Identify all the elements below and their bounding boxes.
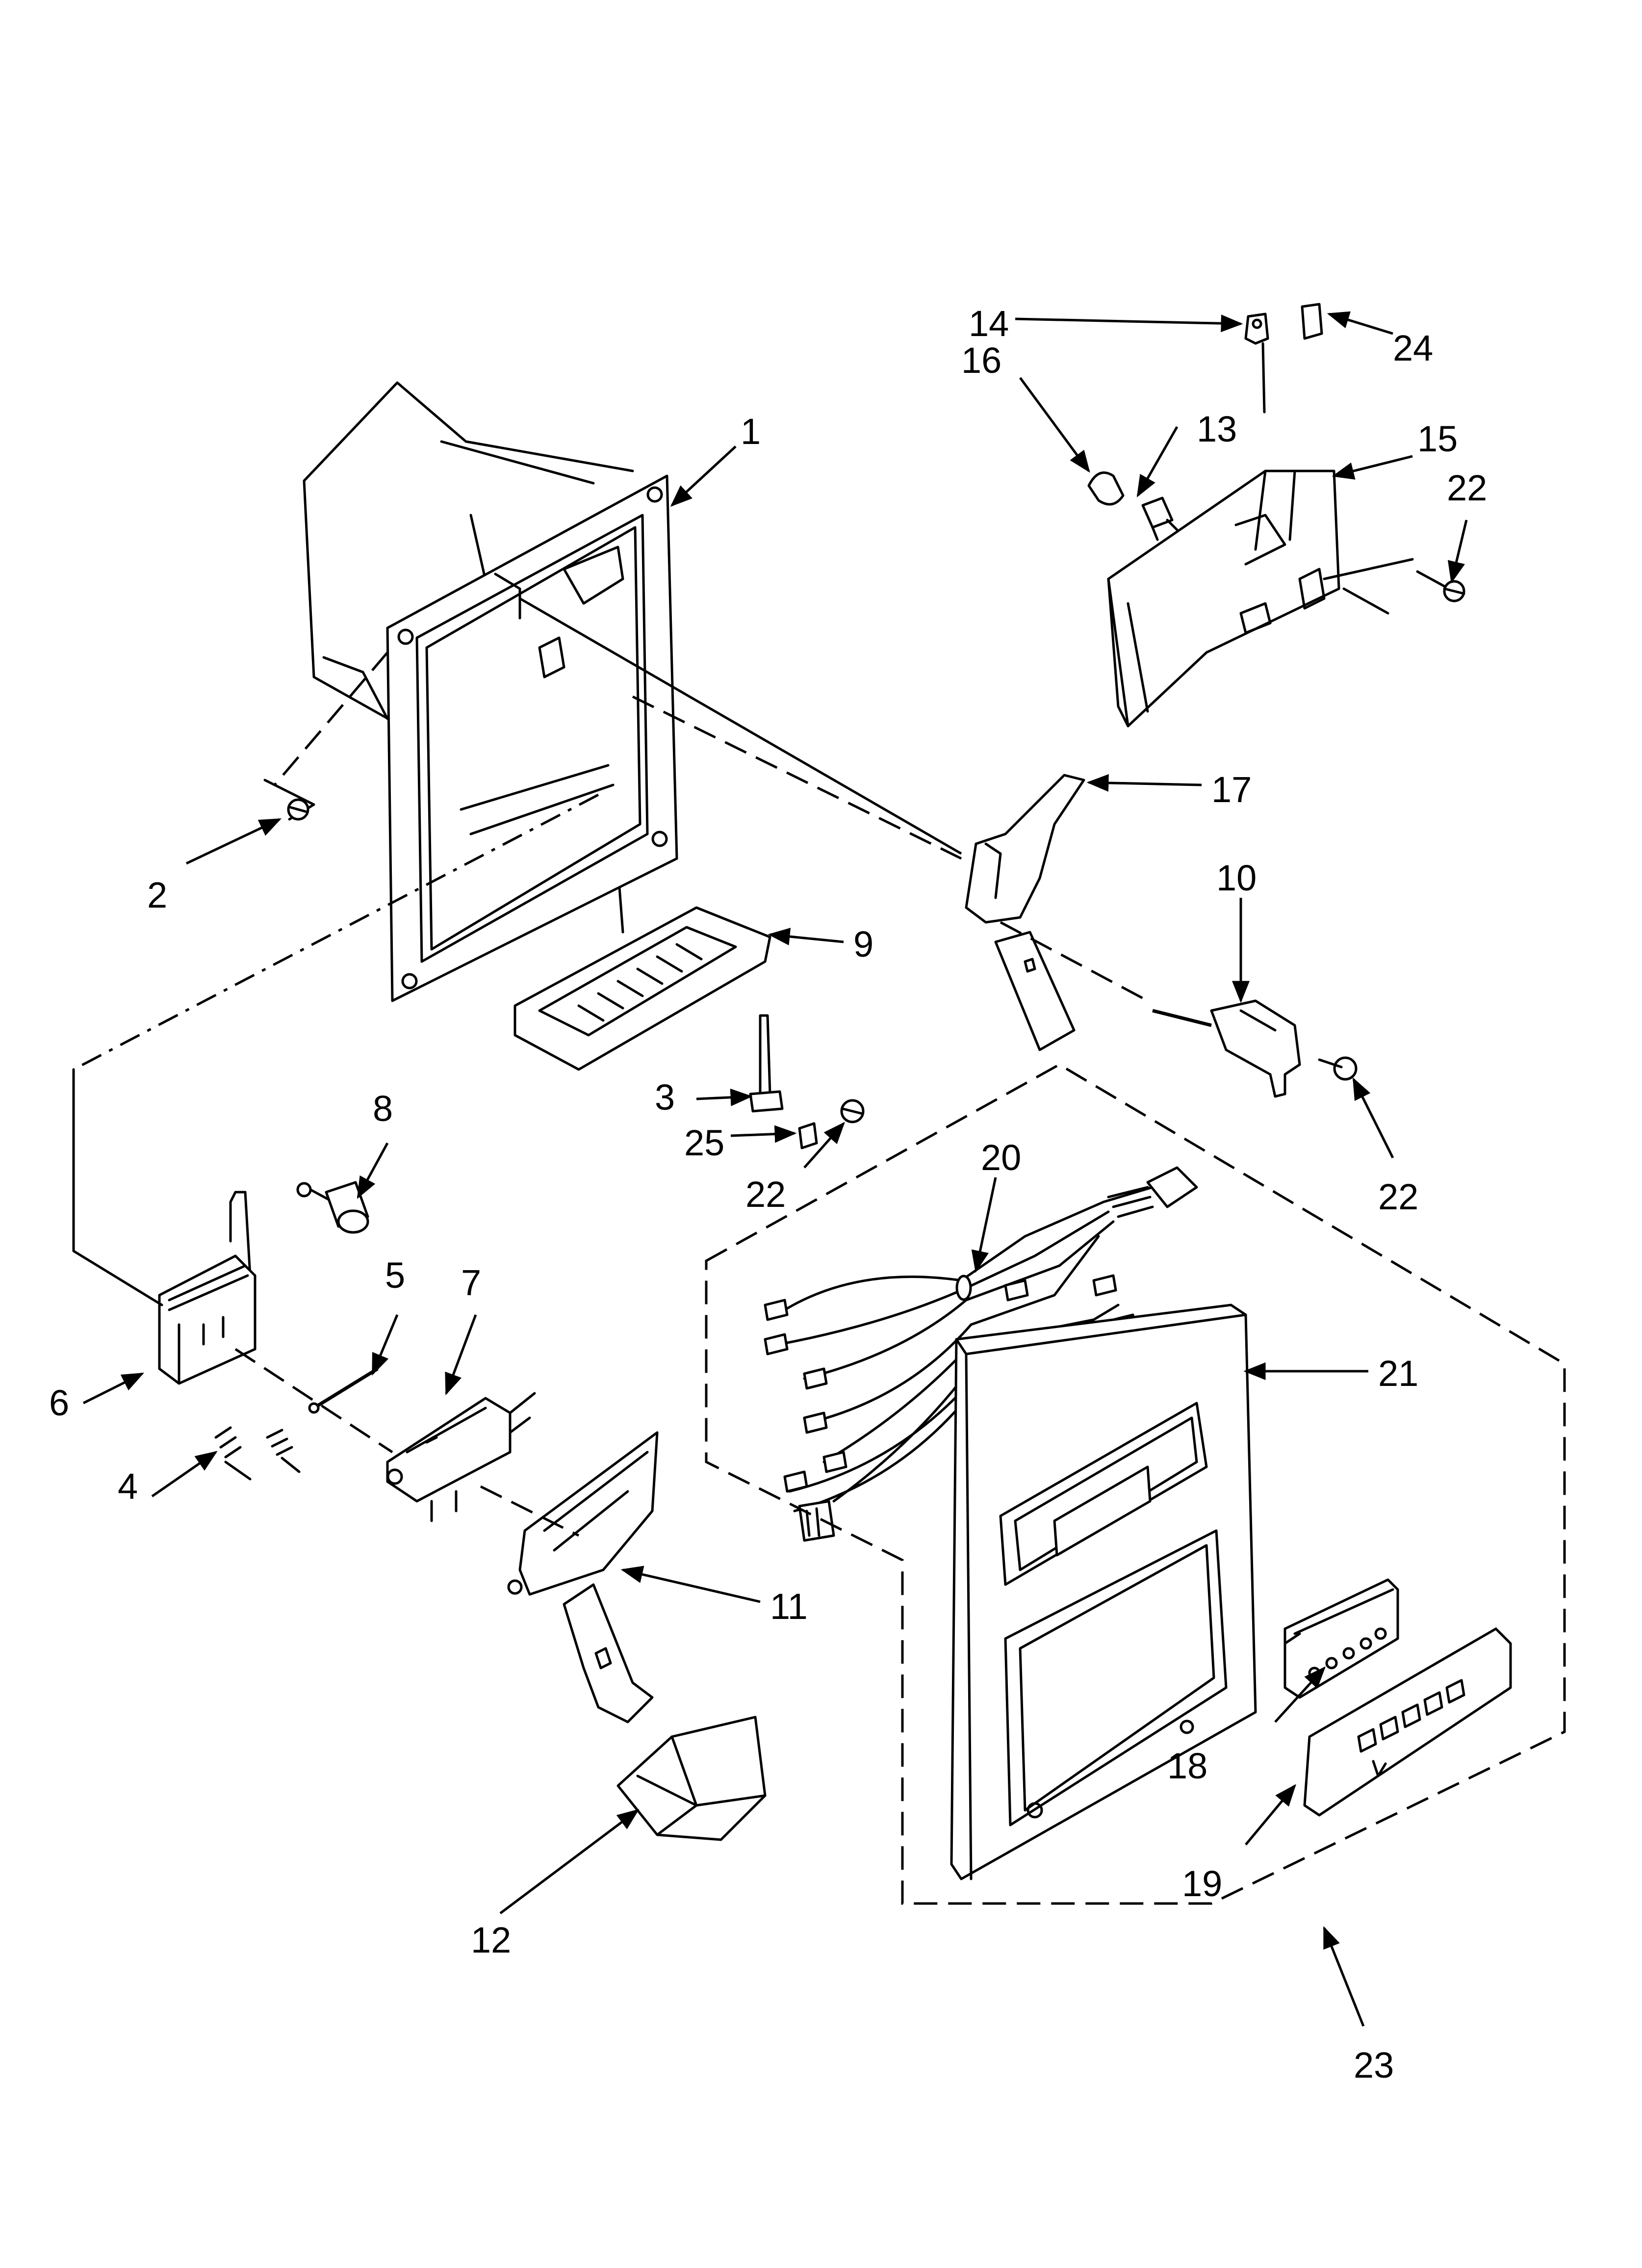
part-15-lamp-housing (1107, 469, 1414, 728)
kit-23-boundary (705, 1063, 1566, 1905)
callout-19: 19 (1182, 1863, 1222, 1904)
callout-10: 10 (1216, 858, 1257, 898)
callout-8: 8 (373, 1088, 393, 1129)
callout-2: 2 (147, 875, 167, 915)
part-22-screw-center (840, 1099, 865, 1123)
callout-22-center: 22 (745, 1174, 786, 1215)
callout-24: 24 (1393, 328, 1433, 368)
part-7-actuator (386, 1392, 536, 1522)
callout-labels: 1 2 3 4 5 6 7 8 9 10 11 12 13 14 15 16 1… (49, 303, 1487, 2086)
callout-3: 3 (655, 1077, 675, 1118)
part-3-lever (749, 1014, 784, 1113)
part-10-arm (1152, 999, 1301, 1098)
callout-14: 14 (969, 303, 1009, 344)
part-24-plate (1301, 303, 1323, 340)
callout-1: 1 (741, 411, 761, 452)
callout-6: 6 (49, 1382, 69, 1423)
part-1-dispenser-housing (303, 381, 678, 1002)
part-2-screw (263, 779, 315, 821)
part-22-screw-top-right (1416, 570, 1465, 602)
callout-17: 17 (1211, 769, 1252, 810)
callout-16: 16 (961, 340, 1001, 381)
part-4-springs (214, 1426, 301, 1481)
callout-4: 4 (118, 1466, 138, 1507)
callout-11: 11 (770, 1586, 808, 1627)
leader-lines (82, 311, 1468, 2027)
callout-5: 5 (385, 1255, 405, 1296)
part-12-funnel (616, 1716, 767, 1841)
part-21-front-panel (950, 1303, 1257, 1880)
part-17-lever-bracket (965, 774, 1085, 1051)
part-11-paddle (507, 1431, 659, 1723)
part-5-pin (308, 1367, 379, 1414)
callout-20: 20 (981, 1137, 1021, 1178)
part-18-control-board (1283, 1578, 1399, 1699)
alignment-lines (72, 597, 1149, 1537)
callout-22-right: 22 (1378, 1176, 1418, 1217)
callout-7: 7 (461, 1262, 481, 1303)
callout-12: 12 (471, 1920, 511, 1960)
part-16-bulb (1087, 471, 1125, 506)
callout-25: 25 (684, 1122, 724, 1163)
callout-18: 18 (1167, 1746, 1207, 1786)
part-9-chute-cover (513, 906, 771, 1071)
callout-21: 21 (1378, 1353, 1418, 1394)
part-14-switch (1244, 313, 1269, 414)
part-20-wire-harness (764, 1166, 1198, 1542)
callout-22-top-right: 22 (1447, 468, 1487, 508)
callout-23: 23 (1354, 2045, 1394, 2086)
callout-15: 15 (1417, 418, 1458, 459)
part-13-socket (1141, 496, 1179, 541)
callout-9: 9 (853, 924, 873, 965)
part-19-control-overlay (1303, 1627, 1512, 1817)
callout-13: 13 (1197, 409, 1237, 449)
part-6-switch-module (158, 1191, 257, 1385)
part-22-screw-right (1318, 1056, 1358, 1081)
part-25-bracket (798, 1122, 818, 1149)
part-8-solenoid (296, 1181, 369, 1234)
